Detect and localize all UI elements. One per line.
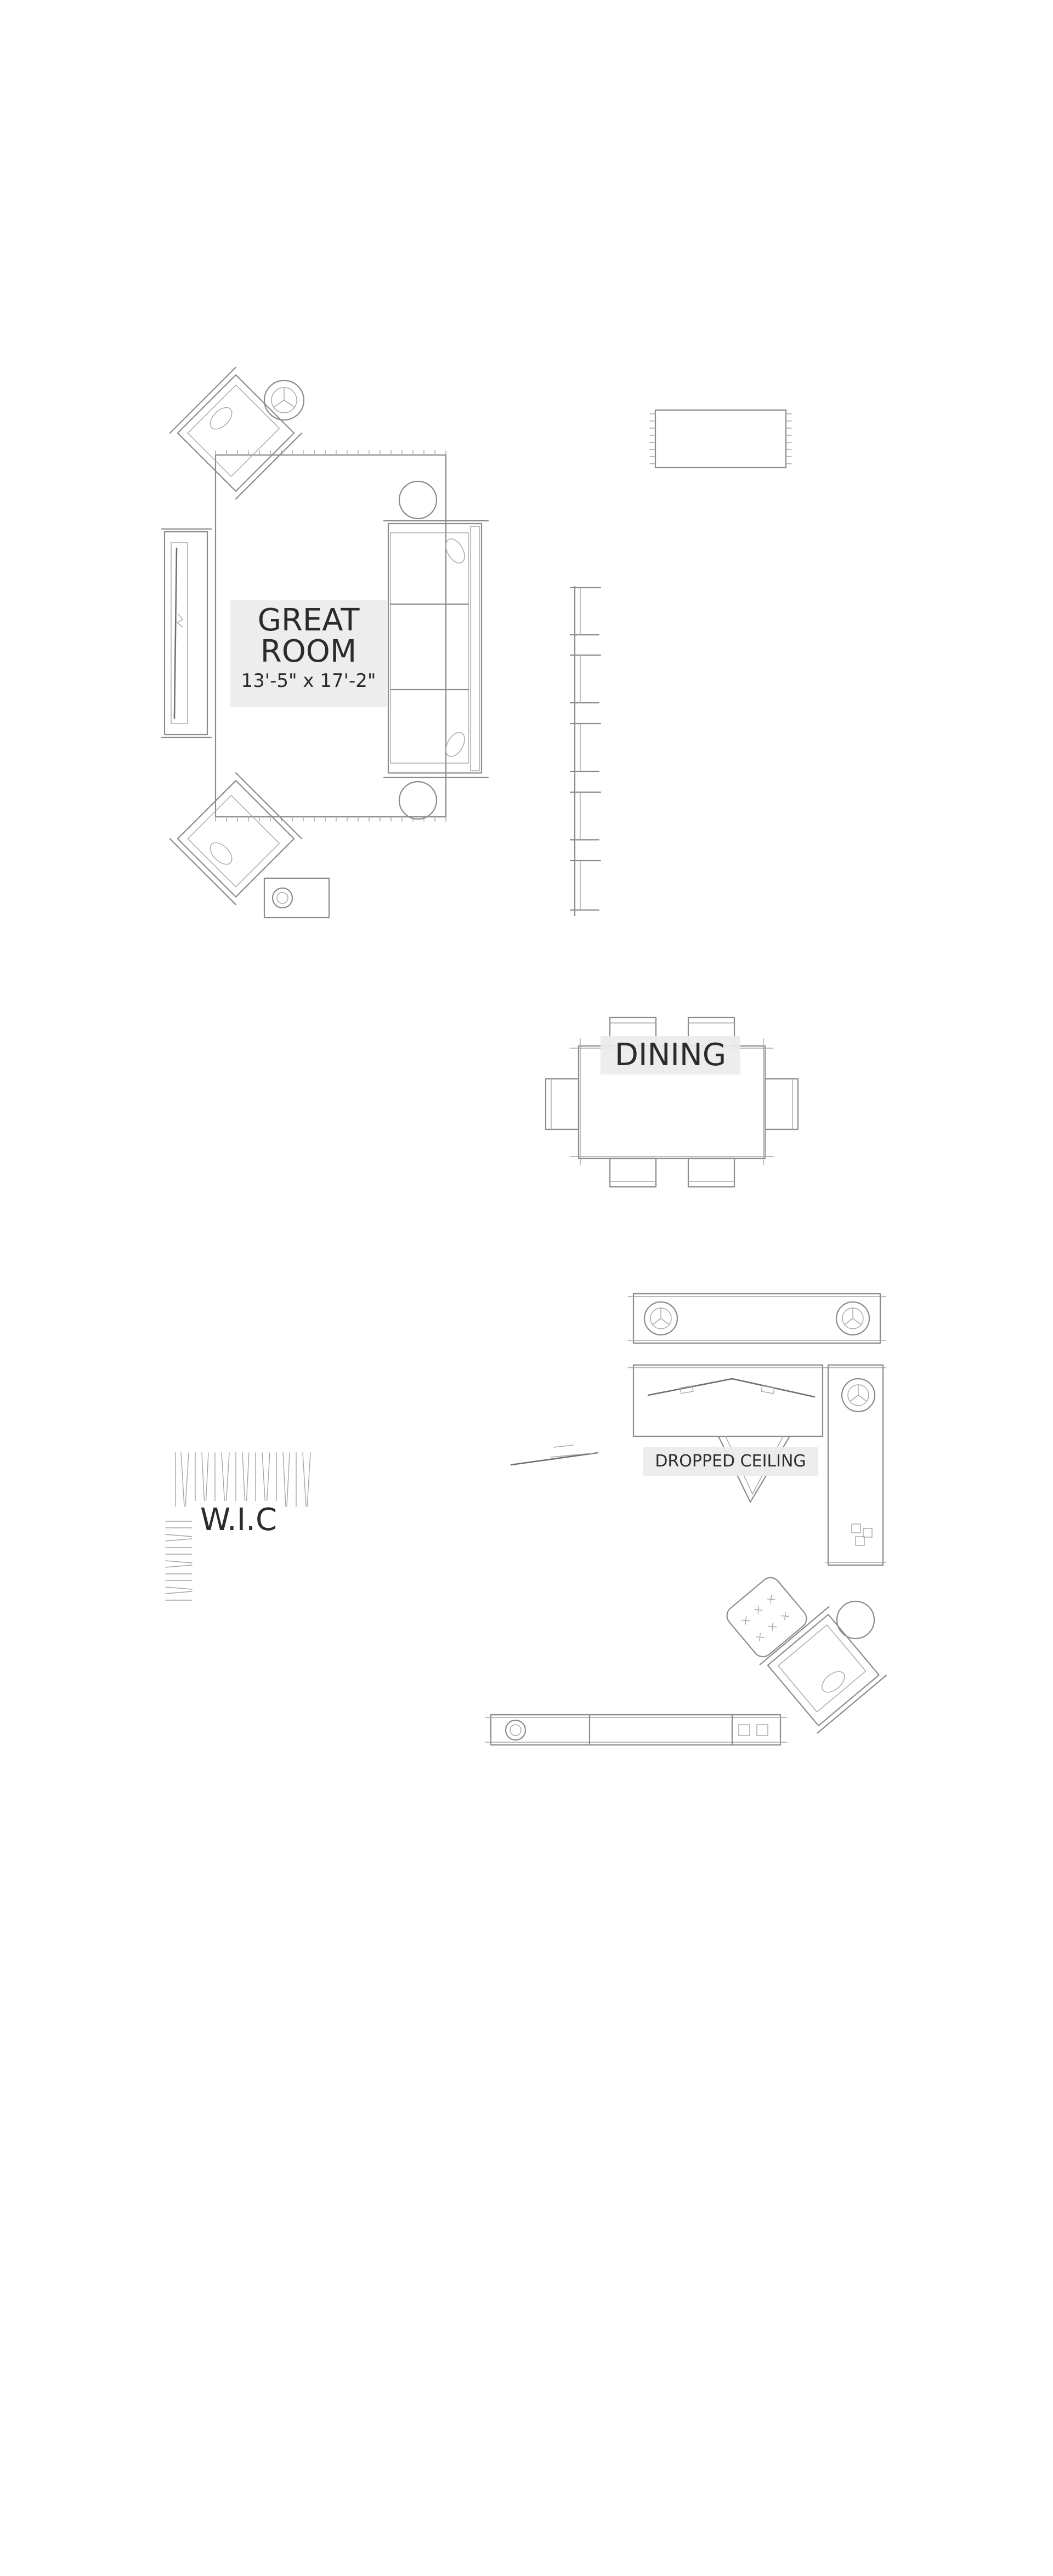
great-room-title-line2: ROOM: [260, 634, 357, 670]
lounge-chair-bottom: [169, 772, 303, 906]
dining-label: DINING: [601, 1036, 740, 1074]
end-table-top: [398, 480, 438, 520]
area-rug: [214, 450, 447, 822]
great-room-area: [161, 366, 489, 919]
dropped-ceiling-label: DROPPED CEILING: [643, 1447, 818, 1476]
stair-steps: [569, 585, 602, 917]
door-threshold: [510, 1445, 599, 1466]
wic-label: W.I.C: [192, 1501, 285, 1539]
great-room-label: GREAT ROOM 13'-5" x 17'-2": [230, 600, 387, 707]
great-room-dimensions: 13'-5" x 17'-2": [241, 670, 376, 692]
end-table-bottom: [398, 781, 438, 820]
great-room-title-line1: GREAT: [257, 602, 360, 638]
side-table-top: [263, 379, 305, 421]
kitchen-area: [627, 1293, 886, 1566]
console-cabinet: [485, 1714, 788, 1746]
armchair-lower: [759, 1606, 887, 1734]
lounge-chair-top: [169, 366, 303, 500]
lower-right-furniture: [485, 1577, 887, 1746]
fireplace: [161, 528, 212, 738]
sofa: [383, 520, 489, 778]
tufted-ottoman: [726, 1577, 807, 1658]
side-table-bottom: [263, 877, 330, 919]
closet-hangers: [165, 1452, 311, 1601]
entry-rug: [649, 409, 792, 469]
